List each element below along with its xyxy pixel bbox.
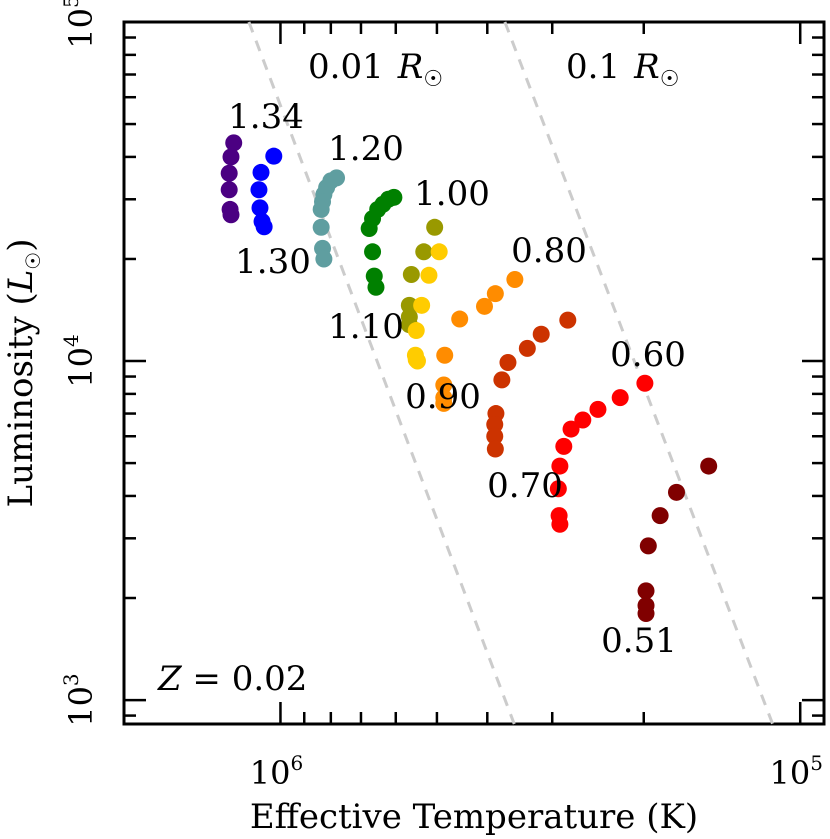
data-point — [589, 400, 607, 418]
data-point — [435, 376, 453, 394]
series-label-1-00: 1.00 — [414, 174, 490, 214]
x-axis-label: Effective Temperature (K) — [250, 797, 698, 837]
data-point — [549, 480, 567, 498]
z-annotation: Z = 0.02 — [157, 659, 307, 699]
series-label-1-34: 1.34 — [228, 97, 304, 137]
y-tick-label: 105 — [59, 0, 100, 49]
data-point — [407, 322, 425, 340]
x-tick-label: 106 — [250, 751, 303, 792]
radius-label-0-1-num: 0.1 — [566, 47, 620, 87]
data-point — [312, 200, 330, 218]
series-label-0-51: 0.51 — [601, 621, 677, 661]
radius-label-0-01-sun: ☉ — [423, 67, 443, 92]
data-point — [651, 507, 669, 525]
series-label-1-30: 1.30 — [235, 242, 311, 282]
data-point — [551, 457, 569, 475]
tick-marks — [122, 20, 826, 724]
data-point — [486, 285, 504, 303]
data-point — [415, 243, 433, 261]
data-point — [486, 427, 504, 445]
data-points — [220, 134, 718, 623]
radius-lines — [247, 21, 775, 725]
data-point — [637, 582, 655, 600]
y-tick-label: 104 — [59, 334, 100, 387]
data-point — [430, 243, 448, 261]
series-label-0-70: 0.70 — [487, 466, 563, 506]
data-point — [315, 250, 333, 268]
z-annotation-rest: = 0.02 — [182, 659, 308, 699]
y-axis-label-close: ) — [1, 238, 41, 251]
svg-text:104: 104 — [59, 334, 100, 387]
data-point — [225, 134, 243, 152]
radius-label-0-1-sym: R — [633, 47, 660, 87]
data-point — [252, 163, 270, 181]
data-point — [700, 457, 718, 475]
radius-label-0-1: 0.1 R☉ — [566, 47, 679, 92]
radius-label-0-01: 0.01 R☉ — [308, 47, 443, 92]
y-axis-label-group: Luminosity (L☉) — [1, 238, 45, 507]
radius-label-0-1-sun: ☉ — [660, 67, 680, 92]
data-point — [559, 311, 577, 329]
data-point — [408, 352, 426, 370]
radius-label-0-01-sym: R — [397, 47, 424, 87]
series-label-0-80: 0.80 — [511, 231, 587, 271]
data-point — [435, 394, 453, 412]
data-point — [551, 515, 569, 533]
series-label-1-20: 1.20 — [328, 129, 404, 169]
data-point — [312, 218, 330, 236]
data-point — [486, 440, 504, 458]
radius-label-0-01-num: 0.01 — [308, 47, 384, 87]
radius-line-1 — [503, 21, 775, 725]
data-point — [637, 605, 655, 623]
series-label-0-90: 0.90 — [405, 377, 481, 417]
y-axis-label-sun: ☉ — [21, 252, 45, 270]
data-point — [493, 371, 511, 389]
svg-text:105: 105 — [59, 0, 100, 49]
radius-line-0 — [247, 21, 516, 725]
data-point — [251, 199, 269, 217]
data-point — [486, 415, 504, 433]
data-point — [611, 389, 629, 407]
data-point — [436, 346, 454, 364]
series-label-1-10: 1.10 — [328, 307, 404, 347]
y-axis-label-sym: L — [1, 270, 41, 294]
data-point — [222, 206, 240, 224]
z-annotation-var: Z — [157, 659, 183, 699]
data-point — [518, 339, 536, 357]
series-label-0-60: 0.60 — [610, 335, 686, 375]
data-point — [555, 437, 573, 455]
data-point — [364, 243, 382, 261]
data-point — [222, 148, 240, 166]
data-point — [426, 218, 444, 236]
plot-frame — [122, 20, 826, 726]
data-point — [360, 219, 378, 237]
data-point — [667, 483, 685, 501]
x-tick-label: 105 — [769, 751, 822, 792]
y-axis-label: Luminosity (L☉) — [1, 238, 45, 507]
data-point — [532, 325, 550, 343]
data-point — [250, 181, 268, 199]
data-point — [636, 374, 654, 392]
data-point — [420, 266, 438, 284]
svg-text:103: 103 — [59, 673, 100, 726]
data-point — [506, 270, 524, 288]
data-point — [220, 181, 238, 199]
data-point — [451, 310, 469, 328]
y-tick-label: 103 — [59, 673, 100, 726]
data-point — [574, 411, 592, 429]
text-labels: 106 105 103 104 105 1.34 1.30 1.20 1.10 1.00 0.90 0… — [59, 0, 823, 792]
y-axis-label-text: Luminosity ( — [1, 292, 41, 507]
data-point — [402, 265, 420, 283]
data-point — [265, 147, 283, 165]
data-point — [367, 278, 385, 296]
data-point — [562, 420, 580, 438]
data-point — [220, 164, 238, 182]
data-point — [499, 354, 517, 372]
data-point — [475, 297, 493, 315]
data-point — [639, 537, 657, 555]
data-point — [255, 218, 273, 236]
data-point — [413, 296, 431, 314]
